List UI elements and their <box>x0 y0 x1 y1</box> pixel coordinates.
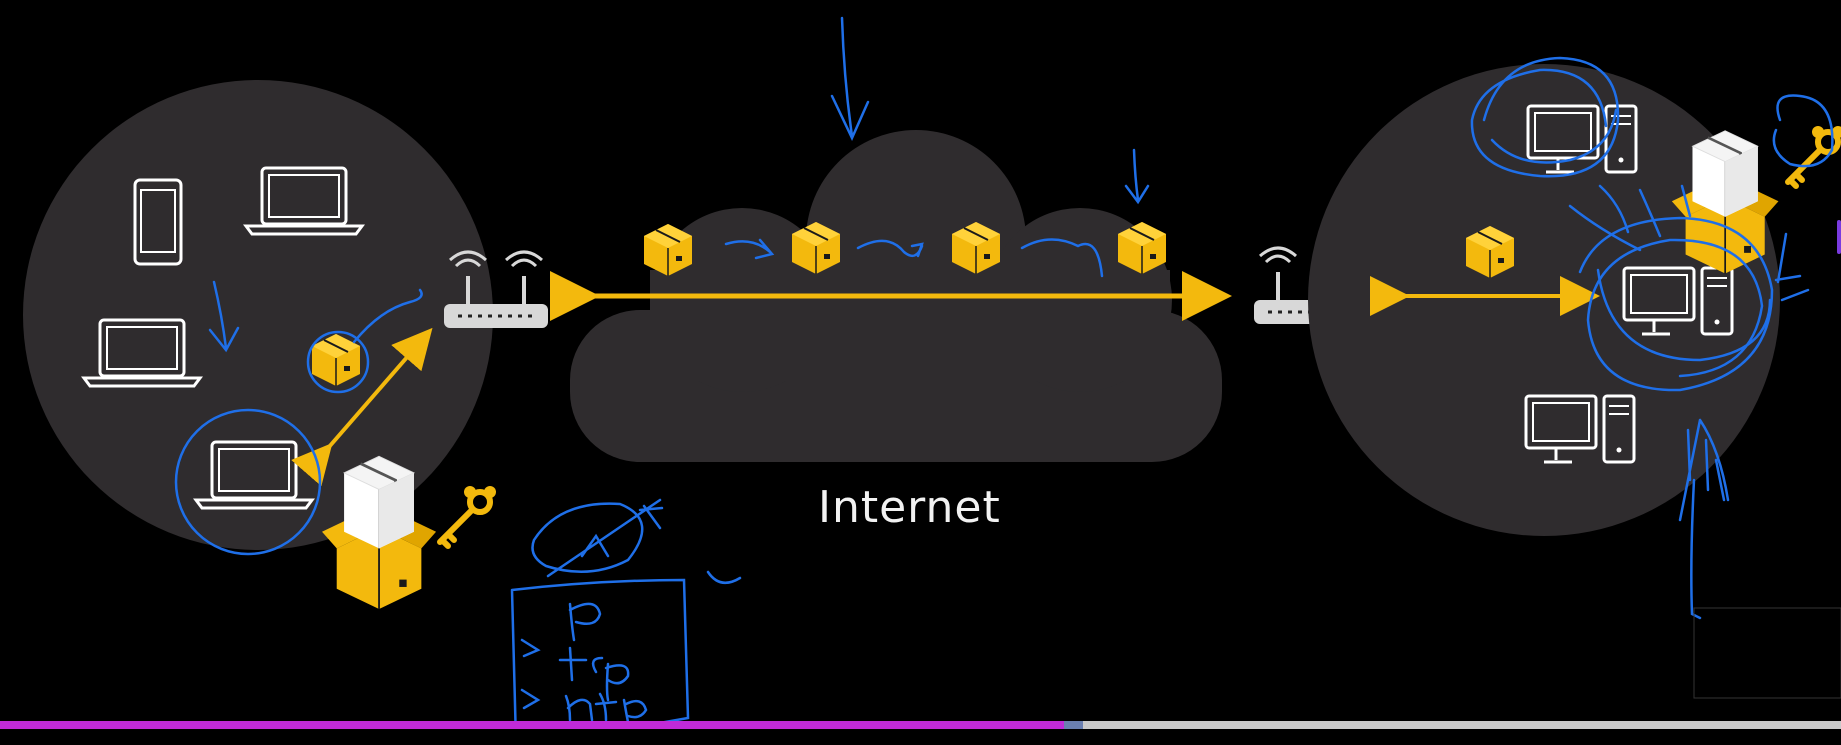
player-bottom-strip <box>0 729 1841 745</box>
progress-played <box>0 721 1064 729</box>
internet-label: Internet <box>818 482 1001 533</box>
right-network-circle <box>1308 64 1780 536</box>
progress-buffered <box>1064 721 1083 729</box>
annotation-box <box>1693 607 1841 699</box>
key-icon <box>440 486 496 546</box>
slide-edge-marker <box>1837 220 1841 254</box>
left-network-circle <box>23 80 493 550</box>
annotation-strokes <box>174 16 1834 744</box>
device-router-link-arrow <box>291 327 433 487</box>
video-progress-bar[interactable] <box>0 721 1841 729</box>
